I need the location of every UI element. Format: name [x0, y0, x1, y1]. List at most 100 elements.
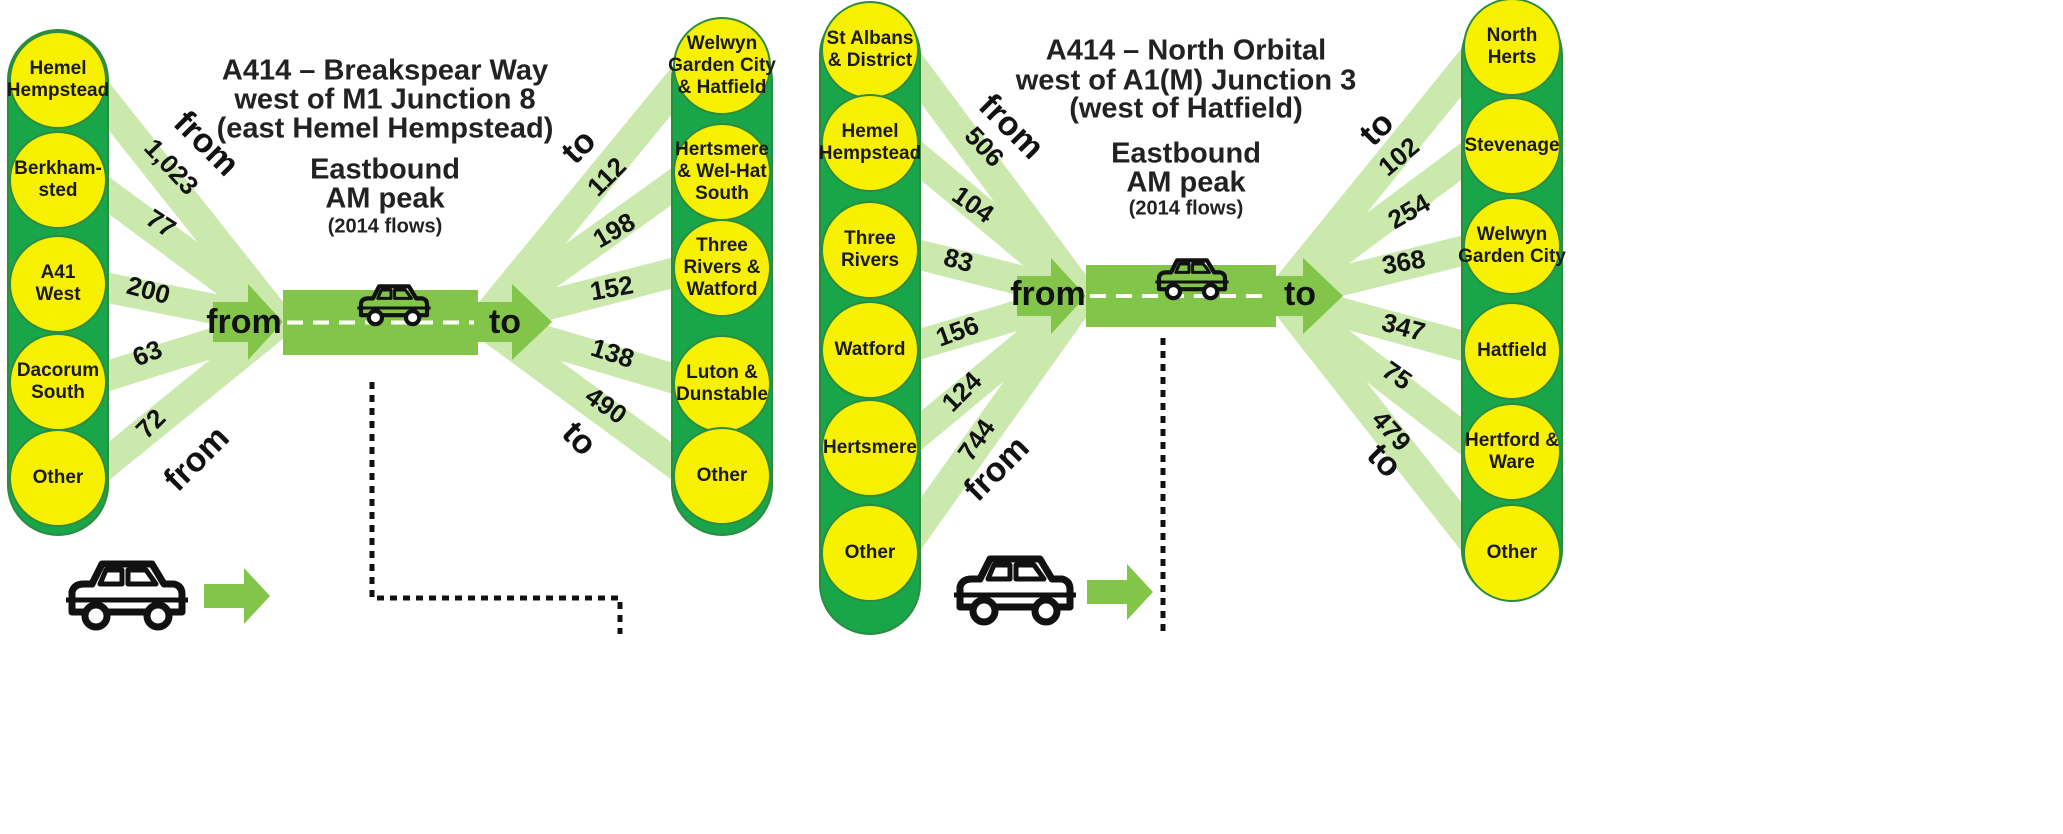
origin-node: Other [821, 504, 919, 602]
destination-node-circle [673, 17, 771, 115]
origin-node-label: & District [828, 50, 913, 71]
origin-node-label: Three [844, 228, 896, 249]
diagram-title: A414 – North Orbital [1046, 35, 1326, 67]
origin-node-label: Rivers [841, 250, 899, 271]
origin-node-label: Watford [834, 339, 905, 360]
destination-flow-band [1268, 286, 1494, 563]
origin-node-label: Hempstead [7, 80, 109, 101]
origin-node: St Albans& District [821, 1, 919, 99]
destination-node-circle [1463, 97, 1561, 195]
origin-flow-band [887, 287, 1096, 562]
origin-node-label: Berkham- [14, 158, 102, 179]
origin-node-label: sted [38, 180, 77, 201]
origin-node-label: A41 [41, 262, 76, 283]
destination-node-label: Garden City [1458, 246, 1566, 267]
origin-node-label: Other [33, 467, 84, 488]
destination-node-label: Dunstable [676, 384, 768, 405]
origin-node: Watford [821, 301, 919, 399]
destination-node-label: & Hatfield [678, 77, 767, 98]
destination-node-circle [1463, 504, 1561, 602]
year-note: (2014 flows) [1129, 197, 1243, 219]
car-icon [66, 560, 188, 631]
origin-node-circle [821, 94, 919, 192]
destination-node-label: Hertford & [1465, 430, 1559, 451]
destination-node: Other [1463, 504, 1561, 602]
diagram-title: A414 – Breakspear Way [222, 55, 548, 87]
origin-node-circle [9, 235, 107, 333]
destination-node: Other [673, 427, 771, 525]
destination-node-circle [673, 219, 771, 317]
origin-node-circle [821, 399, 919, 497]
origin-node: Other [9, 429, 107, 527]
origin-node-circle [821, 301, 919, 399]
destination-node-label: North [1487, 25, 1538, 46]
origin-node-label: Dacorum [17, 360, 99, 381]
origin-node-label: Other [845, 542, 896, 563]
destination-node-label: Hertsmere [675, 139, 769, 160]
destination-node-label: Welwyn [1477, 224, 1547, 245]
car-icon [954, 555, 1076, 626]
origin-node-label: Hemel [29, 58, 86, 79]
destination-node-label: Herts [1488, 47, 1537, 68]
car-icon [357, 284, 431, 327]
origin-node-circle [821, 504, 919, 602]
origin-node-label: Hemel [841, 121, 898, 142]
direction-label: AM peak [325, 183, 445, 215]
diagram-title: (east Hemel Hempstead) [217, 113, 554, 145]
to-label: to [1284, 275, 1316, 313]
origin-node-label: South [31, 382, 85, 403]
destination-node-label: Three [696, 235, 748, 256]
arrow-right-icon [213, 284, 283, 360]
road-arrow [1017, 258, 1343, 334]
destination-node-label: Rivers & [683, 257, 760, 278]
destination-node-label: & Wel-Hat [677, 161, 767, 182]
destination-node: Hatfield [1463, 302, 1561, 400]
origin-node-label: West [35, 284, 81, 305]
from-label: from [1010, 275, 1086, 313]
destination-node-label: Hatfield [1477, 340, 1547, 361]
origin-node-circle [9, 429, 107, 527]
arrow-right-icon [204, 568, 270, 624]
dotted-connector [369, 382, 623, 634]
destination-node-circle [1463, 302, 1561, 400]
destination-node-circle [1463, 197, 1561, 295]
origin-node-label: Hertsmere [823, 437, 917, 458]
direction-label: AM peak [1126, 167, 1246, 199]
destination-node-label: Luton & [686, 362, 758, 383]
destination-node: Stevenage [1463, 97, 1561, 195]
origin-node: Berkham-sted [9, 131, 107, 229]
origin-node-label: Hempstead [819, 143, 921, 164]
to-label: to [489, 303, 521, 341]
diagram-title: (west of Hatfield) [1069, 93, 1303, 125]
destination-node-label: South [695, 183, 749, 204]
destination-node-label: Other [697, 465, 748, 486]
arrow-right-icon [1276, 258, 1343, 334]
destination-node-label: Garden City [668, 55, 776, 76]
origin-node-circle [9, 131, 107, 229]
destination-node-label: Welwyn [687, 33, 757, 54]
diagram-title: west of A1(M) Junction 3 [1015, 65, 1357, 97]
destination-node-label: Stevenage [1464, 135, 1559, 156]
destination-node: Hertford &Ware [1463, 403, 1561, 501]
destination-flow-value: 347 [1379, 307, 1429, 347]
car-icon [1155, 258, 1229, 301]
destination-node-circle [673, 427, 771, 525]
arrow-right-icon [1017, 258, 1086, 334]
origin-node-circle [9, 31, 107, 129]
destination-flow-value: 152 [588, 269, 636, 306]
destination-node-label: Other [1487, 542, 1538, 563]
destination-node-circle [1463, 0, 1561, 96]
destination-node-circle [1463, 403, 1561, 501]
panel-2: St Albans& DistrictHemelHempsteadThreeRi… [819, 0, 1566, 635]
direction-label: Eastbound [310, 154, 460, 186]
